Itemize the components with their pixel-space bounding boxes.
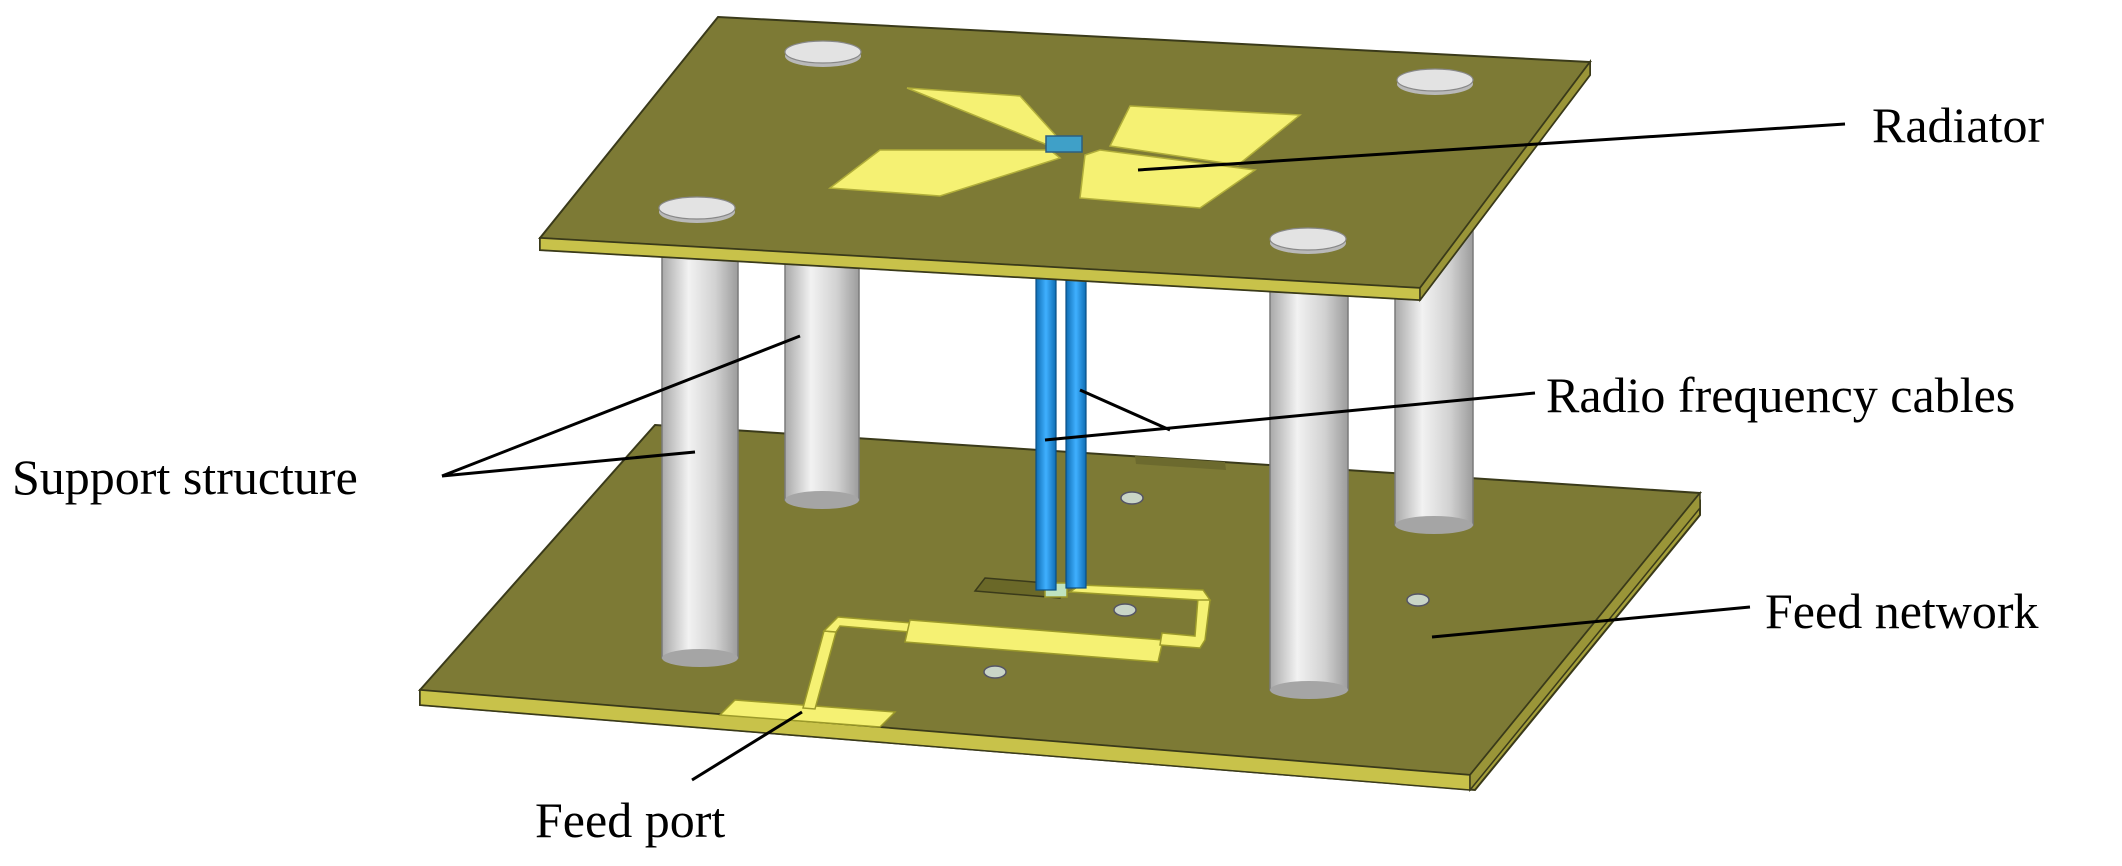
via (983, 665, 1007, 679)
screw-head (1269, 227, 1347, 254)
support-pillar (784, 261, 860, 509)
label-support-structure: Support structure (12, 449, 358, 505)
support-pillar (661, 249, 739, 667)
leader-rf-1 (1044, 391, 1536, 442)
label-feed-network: Feed network (1765, 583, 2039, 639)
label-feed-port: Feed port (535, 792, 726, 848)
radiator-board (538, 15, 1592, 303)
radiator-arm (827, 149, 1062, 197)
via (1120, 491, 1144, 505)
leader-lines (441, 122, 1846, 782)
feed-gap (1045, 135, 1083, 153)
support-structure-front (661, 249, 1349, 699)
via (1406, 593, 1430, 607)
leader-support-2 (441, 450, 696, 478)
leader-radiator (1137, 122, 1846, 172)
label-rf-cables: Radio frequency cables (1546, 367, 2016, 423)
support-pillar (1269, 279, 1349, 699)
leader-feed-port (691, 710, 803, 782)
leader-feed-network (1431, 605, 1751, 639)
radiator-arm (1108, 105, 1302, 166)
via (1113, 603, 1137, 617)
leader-support-1 (441, 334, 801, 478)
leader-rf-2 (1079, 388, 1171, 432)
screw-head (658, 196, 736, 223)
rf-cable (1065, 271, 1087, 589)
screw-head (1396, 68, 1474, 95)
radiator-patches (827, 87, 1302, 209)
feed-network-board (417, 423, 1703, 793)
screw-head (784, 40, 862, 67)
label-radiator: Radiator (1872, 97, 2045, 153)
rf-cable (1035, 269, 1057, 591)
